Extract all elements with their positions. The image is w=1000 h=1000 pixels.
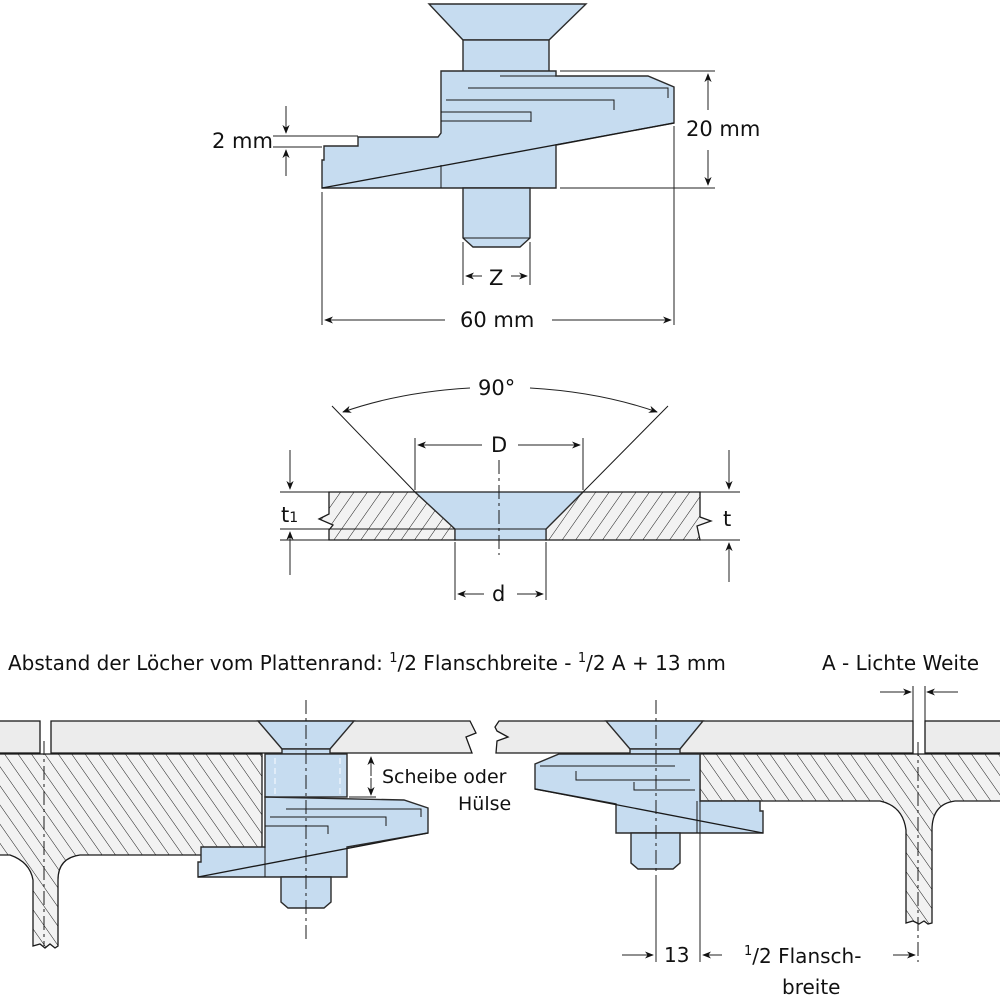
half-flange-label-line2: breite — [782, 975, 841, 999]
angle-90-label: 90° — [478, 376, 515, 400]
top-plate-left-a — [0, 720, 41, 754]
formula-heading: Abstand der Löcher vom Plattenrand: 1/2 … — [8, 651, 726, 675]
dim-t1-label: t1 — [281, 503, 298, 527]
left-bolt-shank — [280, 876, 332, 909]
top-plate-right — [494, 720, 914, 754]
dim-t-label: t — [723, 507, 731, 531]
beam-left — [0, 753, 263, 949]
beam-right — [699, 753, 1000, 925]
bottom-assembly-figure: Scheibe oder Hülse 13 1/2 Flansch- breit… — [0, 686, 1000, 999]
top-plate-right-end — [924, 720, 1000, 754]
bolt-shank-upper — [462, 39, 550, 73]
dim-D-label: D — [491, 433, 507, 457]
dim-z-label: Z — [489, 266, 503, 290]
legend-A: A - Lichte Weite — [822, 651, 979, 675]
dim-20mm-label: 20 mm — [686, 117, 760, 141]
washer-label-line1: Scheibe oder — [382, 766, 507, 788]
half-flange-label: 1/2 Flansch- — [744, 944, 861, 968]
countersink-figure: 90° D d t1 t — [280, 376, 740, 606]
top-clamp-figure: 20 mm 2 mm Z 60 mm — [212, 3, 760, 332]
washer-label-line2: Hülse — [458, 793, 511, 815]
top-plate-left-b — [50, 720, 477, 754]
dim-d-label: d — [492, 582, 505, 606]
bolt-head — [427, 3, 588, 41]
clamp-body — [321, 70, 675, 189]
dim-13-label: 13 — [664, 943, 689, 967]
right-clamp-body — [534, 753, 764, 834]
dim-2mm-label: 2 mm — [212, 129, 273, 153]
dim-60mm-label: 60 mm — [460, 308, 534, 332]
